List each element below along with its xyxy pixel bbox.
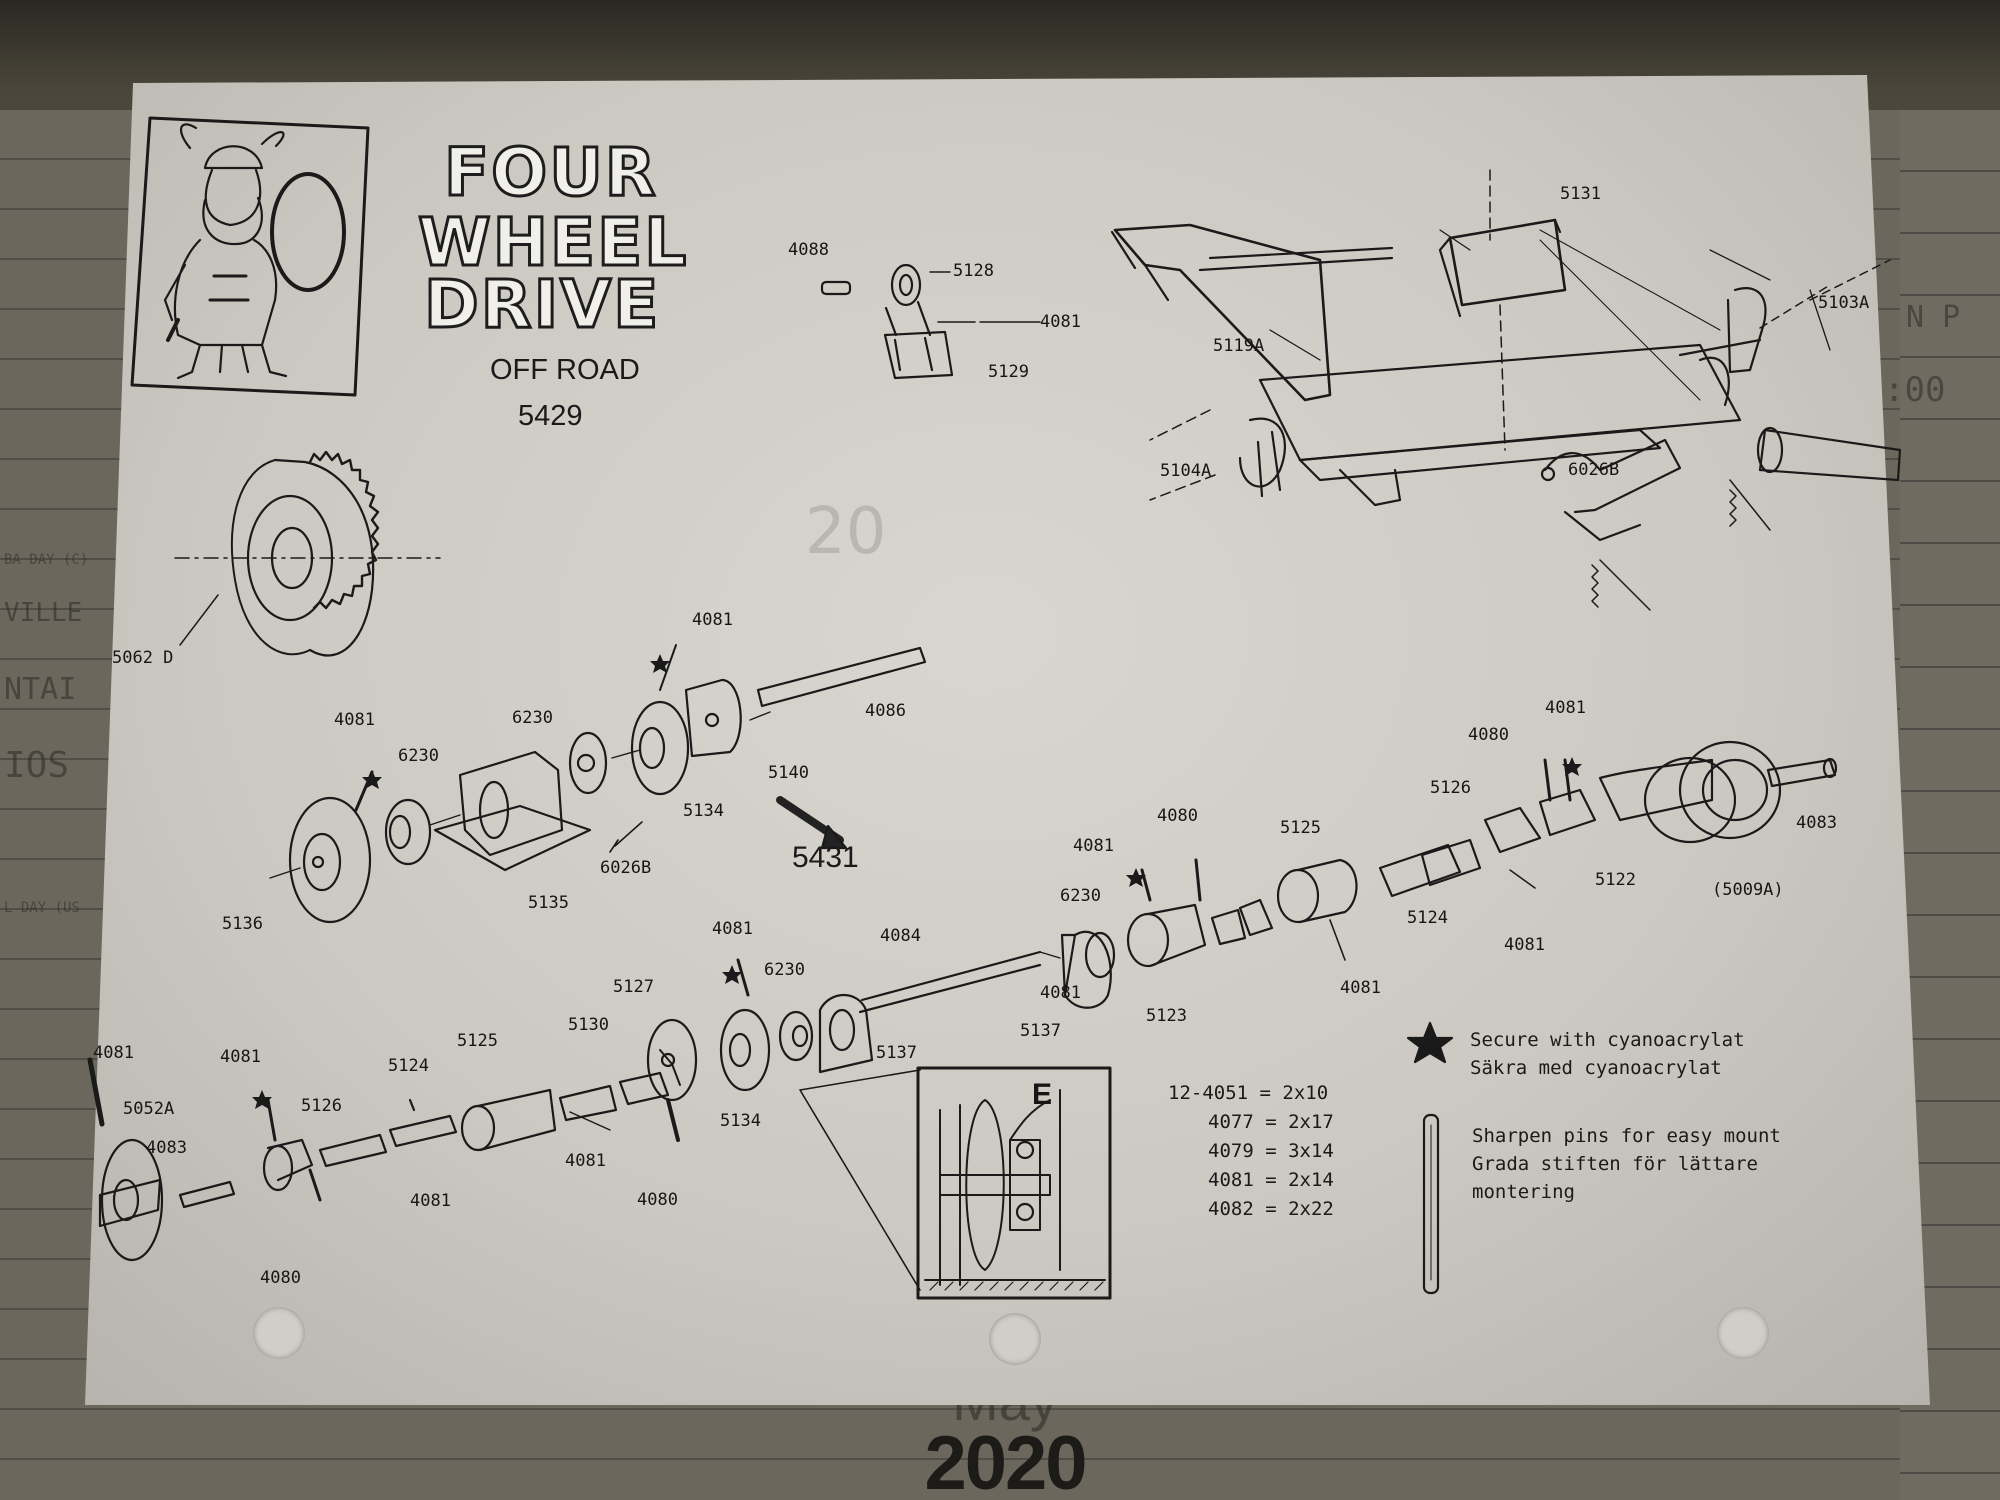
part-label: 4080 (1157, 806, 1198, 826)
note-pins-sv2: montering (1472, 1181, 1575, 1203)
note-pins-en: Sharpen pins for easy mount (1472, 1125, 1781, 1147)
punch-hole-right (1717, 1307, 1769, 1359)
pin-size-row: 4077 = 2x17 (1208, 1111, 1334, 1133)
part-label: 4081 (565, 1151, 606, 1171)
title-four: FOUR (443, 134, 658, 211)
instruction-sheet: 20 (85, 75, 1930, 1405)
part-label: 5124 (1407, 908, 1448, 928)
pulley-block-5128 (820, 263, 1041, 380)
part-label: 5126 (1430, 778, 1471, 798)
detail-e-label: E (1032, 1078, 1053, 1111)
viking-logo (130, 116, 370, 397)
part-label: 4081 (334, 710, 375, 730)
title-drive: DRIVE (422, 266, 661, 343)
part-label: 5052A (123, 1099, 175, 1119)
planner-handwriting-2: NTAI (4, 672, 77, 707)
part-label: 4083 (1796, 813, 1837, 833)
pin-size-row: 4079 = 3x14 (1208, 1140, 1334, 1162)
part-label: (5009A) (1712, 880, 1784, 900)
part-label: 4083 (146, 1138, 187, 1158)
planner-bleed-text: 20 (805, 495, 887, 569)
planner-right-text-1: N P (1906, 300, 1961, 335)
rear-drive-assembly (858, 740, 1838, 1014)
planner-day-label: BA DAY (C) (4, 552, 89, 568)
part-label: 6026B (1568, 460, 1620, 480)
planner-right-text-2: :00 (1884, 370, 1946, 410)
part-label: 4080 (1468, 725, 1509, 745)
part-label: 5125 (457, 1031, 498, 1051)
part-label: 4081 (1040, 983, 1081, 1003)
part-label: 5137 (1020, 1021, 1061, 1041)
group-label-5431: 5431 (792, 841, 859, 874)
part-label: 4081 (93, 1043, 134, 1063)
gear-5062d (174, 450, 441, 657)
part-label: 6230 (1060, 886, 1101, 906)
part-label: 5126 (301, 1096, 342, 1116)
part-label: 5129 (988, 362, 1029, 382)
part-label: 5125 (1280, 818, 1321, 838)
pin-size-row: 4082 = 2x22 (1208, 1198, 1334, 1220)
part-label: 5104A (1160, 461, 1212, 481)
pin-size-row: 4081 = 2x14 (1208, 1169, 1334, 1191)
part-label: 4081 (1040, 312, 1081, 332)
part-label: 4081 (1504, 935, 1545, 955)
part-label: 4081 (1340, 978, 1381, 998)
part-label: 4080 (637, 1190, 678, 1210)
punch-hole-center (989, 1313, 1041, 1365)
part-label: 6230 (512, 708, 553, 728)
part-label: 6230 (398, 746, 439, 766)
part-label: 6026B (600, 858, 652, 878)
part-label: 4084 (880, 926, 921, 946)
part-label: 6230 (764, 960, 805, 980)
part-label: 5124 (388, 1056, 429, 1076)
chassis-frame (1110, 169, 1902, 611)
title-off-road: OFF ROAD (490, 354, 640, 386)
part-label: 4080 (260, 1268, 301, 1288)
part-label: 5127 (613, 977, 654, 997)
part-label: 5130 (568, 1015, 609, 1035)
note-cyano-sv: Säkra med cyanoacrylat (1470, 1057, 1722, 1079)
part-label: 4081 (1073, 836, 1114, 856)
part-label: 5119A (1213, 336, 1265, 356)
part-label: 5123 (1146, 1006, 1187, 1026)
punch-hole-left (253, 1307, 305, 1359)
planner-handwriting-1: VILLE (4, 598, 83, 628)
bottom-drive-assembly (87, 958, 1112, 1300)
part-label: 4081 (692, 610, 733, 630)
title-wheel: WHEEL (416, 204, 689, 281)
part-label: 4081 (220, 1047, 261, 1067)
planner-handwriting-3: IOS (4, 745, 70, 786)
part-label: 5136 (222, 914, 263, 934)
part-label: 5135 (528, 893, 569, 913)
part-label: 5134 (683, 801, 724, 821)
part-label: 4081 (1545, 698, 1586, 718)
part-label: 5103A (1818, 293, 1870, 313)
planner-year: 2020 (924, 1421, 1087, 1500)
note-cyano-en: Secure with cyanoacrylat (1470, 1029, 1745, 1051)
part-label: 5128 (953, 261, 994, 281)
part-label: 4081 (410, 1191, 451, 1211)
part-label: 5062 D (112, 648, 174, 668)
part-label: 5131 (1560, 184, 1601, 204)
part-label: 5134 (720, 1111, 761, 1131)
part-label: 5122 (1595, 870, 1636, 890)
part-label: 5137 (876, 1043, 917, 1063)
front-axle-assembly (269, 644, 927, 924)
planner-day-label-2: L DAY (US (4, 900, 80, 916)
part-label: 4086 (865, 701, 906, 721)
legend-symbols (1406, 1021, 1454, 1295)
cyano-stars (252, 654, 1582, 1109)
kit-number: 5429 (518, 400, 583, 432)
part-label: 4088 (788, 240, 829, 260)
note-pins-sv1: Grada stiften för lättare (1472, 1153, 1758, 1175)
part-label: 5140 (768, 763, 809, 783)
part-label: 4081 (712, 919, 753, 939)
pin-size-row: 12-4051 = 2x10 (1168, 1082, 1329, 1104)
